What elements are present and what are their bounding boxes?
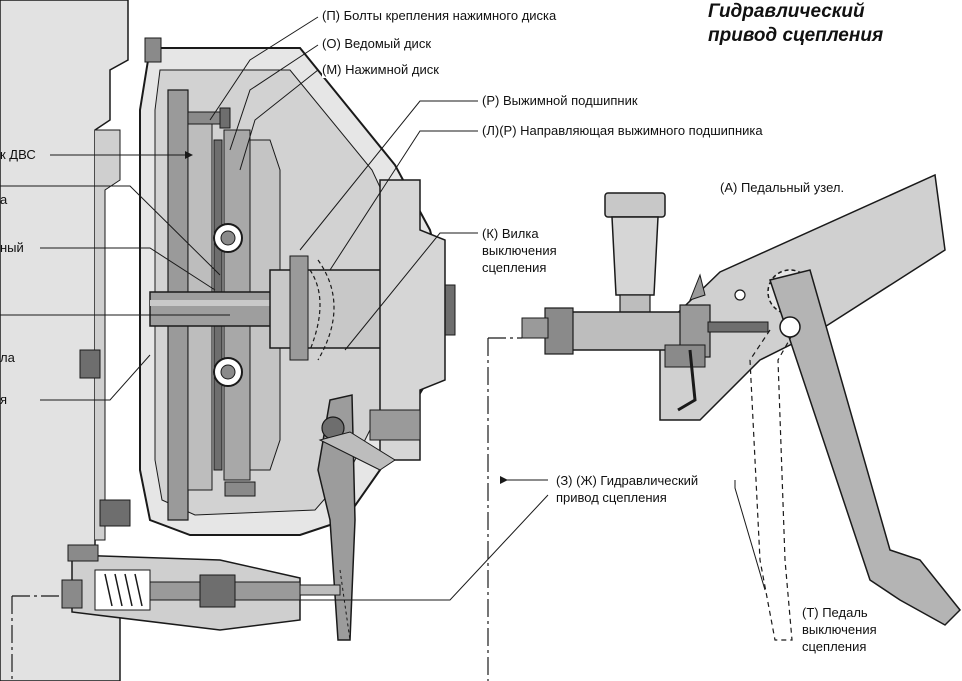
label-left-a-truncated: а — [0, 192, 8, 207]
diagram-title: Гидравлический привод сцепления — [708, 0, 948, 48]
label-pedal-assembly: (А) Педальный узел. — [720, 180, 845, 195]
label-release-bearing-guide: (Л)(Р) Направляющая выжимного подшипника — [482, 123, 763, 139]
label-engine-truncated: к ДВС — [0, 147, 36, 162]
hydraulic-line-axes — [11, 337, 522, 681]
label-pressure-plate: (М) Нажимной диск — [322, 62, 439, 78]
label-left-ny-truncated: ный — [0, 240, 24, 255]
engine-block — [0, 0, 129, 681]
master-cylinder — [521, 192, 801, 412]
label-hydraulic-drive: (З) (Ж) Гидравлический привод сцепления — [556, 473, 699, 505]
label-clutch-pedal: (Т) Педаль выключения сцепления — [802, 605, 877, 654]
label-pressure-plate-bolts: (П) Болты крепления нажимного диска — [322, 8, 557, 24]
slave-cylinder — [61, 544, 341, 631]
release-fork — [317, 394, 396, 641]
label-release-fork: (К) Вилка выключения сцепления — [482, 226, 557, 275]
title-line-1: Гидравлический — [708, 1, 865, 22]
arrowheads — [185, 151, 508, 484]
label-left-la-truncated: ла — [0, 350, 15, 365]
clutch-pedal-arm — [749, 269, 962, 641]
label-left-ya-truncated: я — [0, 392, 8, 407]
title-line-2: привод сцепления — [708, 25, 884, 46]
transmission-housing — [369, 179, 446, 461]
label-driven-disc: (О) Ведомый диск — [322, 36, 432, 52]
label-release-bearing: (Р) Выжимной подшипник — [482, 93, 638, 109]
leader-lines — [0, 16, 766, 601]
